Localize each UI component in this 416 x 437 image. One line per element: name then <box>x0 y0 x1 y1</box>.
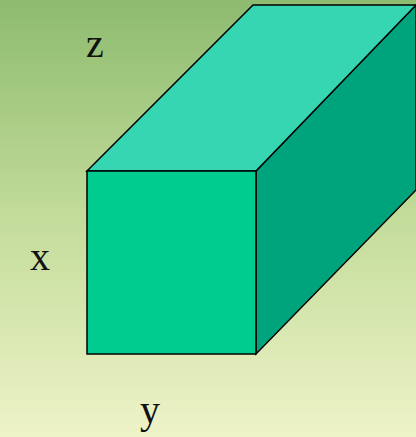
front-face <box>87 171 256 354</box>
axis-label: z <box>86 24 104 64</box>
axis-label: y <box>140 390 160 430</box>
axis-label: x <box>30 237 50 277</box>
top-face <box>87 5 416 171</box>
